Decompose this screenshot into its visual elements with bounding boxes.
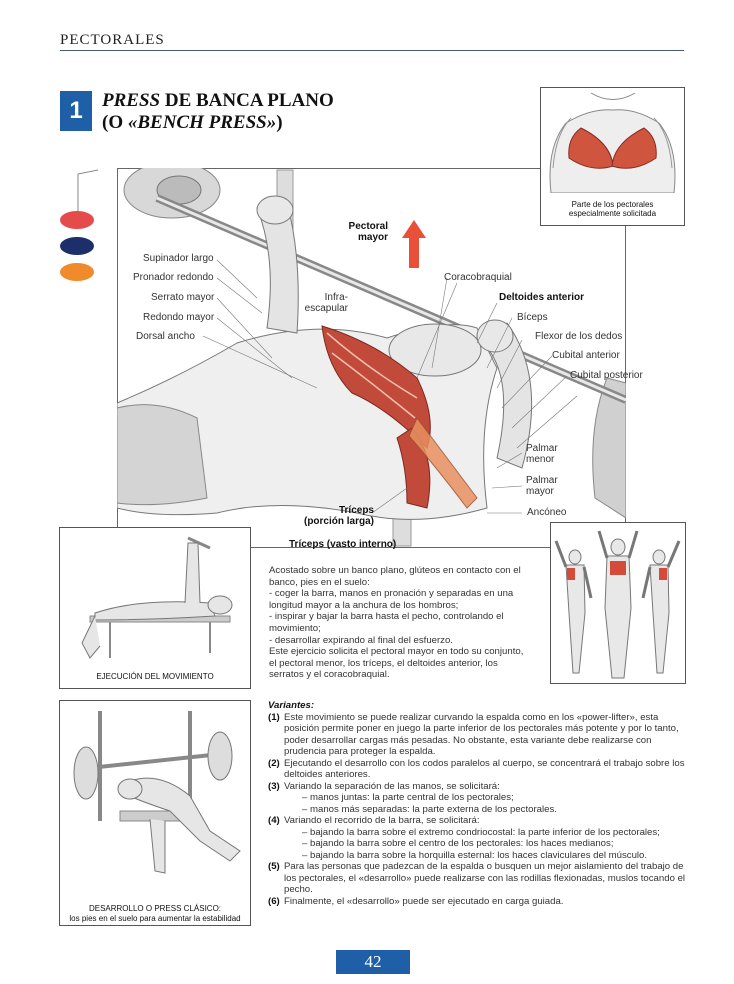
variant-number: (5) (268, 861, 280, 872)
classic-press-caption-title: DESARROLLO O PRESS CLÁSICO: (88, 904, 222, 913)
variant-subitem: – bajando la barra sobre el centro de lo… (302, 838, 614, 849)
muscle-figures-frame (550, 522, 686, 684)
section-title: PECTORALES (60, 32, 165, 48)
color-key-bracket (77, 169, 99, 214)
variant-subitem: – manos juntas: la parte central de los … (302, 792, 514, 803)
label-deltoides-anterior: Deltoides anterior (499, 292, 585, 303)
inset-pectorals-illustration (549, 92, 676, 194)
variant-text: Variando la separación de las manos, se … (284, 780, 500, 792)
label-infra-escapular: Infra-escapular (304, 292, 348, 314)
variants-heading: Variantes: (268, 700, 315, 711)
variant-item: (4) Variando el recorrido de la barra, se… (268, 815, 686, 861)
movement-execution-caption: EJECUCIÓN DEL MOVIMIENTO (96, 672, 214, 681)
exercise-description: Acostado sobre un banco plano, glúteos e… (269, 565, 531, 681)
label-coracobraquial: Coracobraquial (444, 272, 512, 283)
label-serrato-mayor: Serrato mayor (151, 292, 215, 303)
variant-item: (6) Finalmente, el «desarrollo» puede ser… (268, 896, 686, 908)
color-key-orange (60, 263, 94, 281)
variant-item: (3) Variando la separación de las manos, … (268, 781, 686, 816)
variant-text: Variando el recorrido de la barra, se so… (284, 815, 480, 826)
exercise-title-line1: PRESS DE BANCA PLANO (102, 90, 334, 111)
variant-text: Para las personas que padezcan de la esp… (284, 861, 686, 895)
variant-number: (3) (268, 780, 280, 792)
variant-item: (1) Este movimiento se puede realizar cur… (268, 712, 686, 758)
exercise-title: PRESS DE BANCA PLANO (O «BENCH PRESS») (102, 90, 334, 134)
label-supinador-largo: Supinador largo (143, 253, 214, 264)
classic-press-illustration (73, 711, 241, 874)
classic-press-caption-note: los pies en el suelo para aumentar la es… (69, 914, 241, 923)
variant-number: (4) (268, 815, 280, 826)
label-palmar-mayor: Palmar mayor (526, 475, 558, 497)
description-step-3: - desarrollar expirando al final del esf… (269, 634, 453, 646)
label-pectoral-mayor: Pectoral mayor (348, 221, 388, 243)
movement-execution-frame: EJECUCIÓN DEL MOVIMIENTO (59, 527, 251, 689)
variant-number: (1) (268, 711, 280, 723)
color-key-red (60, 211, 94, 229)
classic-press-frame: DESARROLLO O PRESS CLÁSICO: los pies en … (59, 700, 251, 926)
label-anconeo: Ancóneo (527, 507, 567, 518)
color-key-navy (60, 237, 94, 255)
variant-subitem: – bajando la barra sobre el extremo cond… (302, 826, 660, 838)
variant-number: (2) (268, 757, 280, 769)
label-dorsal-ancho: Dorsal ancho (136, 331, 195, 342)
variant-item: (2) Ejecutando el desarrollo con los codo… (268, 758, 686, 781)
label-pronador-redondo: Pronador redondo (133, 272, 214, 283)
variants-list: (1) Este movimiento se puede realizar cur… (268, 712, 686, 908)
label-redondo-mayor: Redondo mayor (143, 312, 215, 323)
label-triceps-porcion-larga: Tríceps (porción larga) (303, 505, 374, 527)
variant-item: (5) Para las personas que padezcan de la … (268, 861, 686, 896)
inset-pectorals-frame: Parte de los pectorales especialmente so… (540, 87, 685, 226)
label-palmar-menor: Palmar menor (526, 443, 558, 465)
label-cubital-anterior: Cubital anterior (552, 350, 620, 361)
page-number: 42 (336, 950, 410, 974)
variant-text: Finalmente, el «desarrollo» puede ser ej… (284, 895, 564, 907)
label-biceps: Bíceps (517, 312, 548, 323)
inset-pectorals-caption: Parte de los pectorales especialmente so… (568, 200, 657, 218)
muscle-figures-illustration (554, 530, 681, 679)
description-step-2: - inspirar y bajar la barra hasta el pec… (269, 611, 504, 634)
movement-execution-illustration (81, 536, 233, 659)
header-divider (60, 50, 684, 51)
description-summary: Este ejercicio solicita el pectoral mayo… (269, 646, 524, 681)
label-flexor-dedos: Flexor de los dedos (535, 331, 623, 342)
variant-text: Este movimiento se puede realizar curvan… (284, 711, 679, 758)
main-bench-press-illustration (117, 168, 626, 548)
description-step-1: - coger la barra, manos en pronación y s… (269, 588, 514, 611)
variant-number: (6) (268, 895, 280, 907)
description-intro: Acostado sobre un banco plano, glúteos e… (269, 565, 521, 588)
exercise-number-badge: 1 (60, 91, 92, 131)
variant-subitem: – manos más separadas: la parte externa … (302, 803, 557, 815)
variant-subitem: – bajando la barra sobre la horquilla es… (302, 849, 648, 861)
variant-text: Ejecutando el desarrollo con los codos p… (284, 757, 685, 781)
label-triceps-vasto-interno: Tríceps (vasto interno) (289, 539, 397, 550)
label-cubital-posterior: Cubital posterior (570, 370, 643, 381)
exercise-title-line2: (O «BENCH PRESS») (102, 112, 283, 133)
variants-section: Variantes: (1) Este movimiento se puede r… (268, 700, 686, 907)
